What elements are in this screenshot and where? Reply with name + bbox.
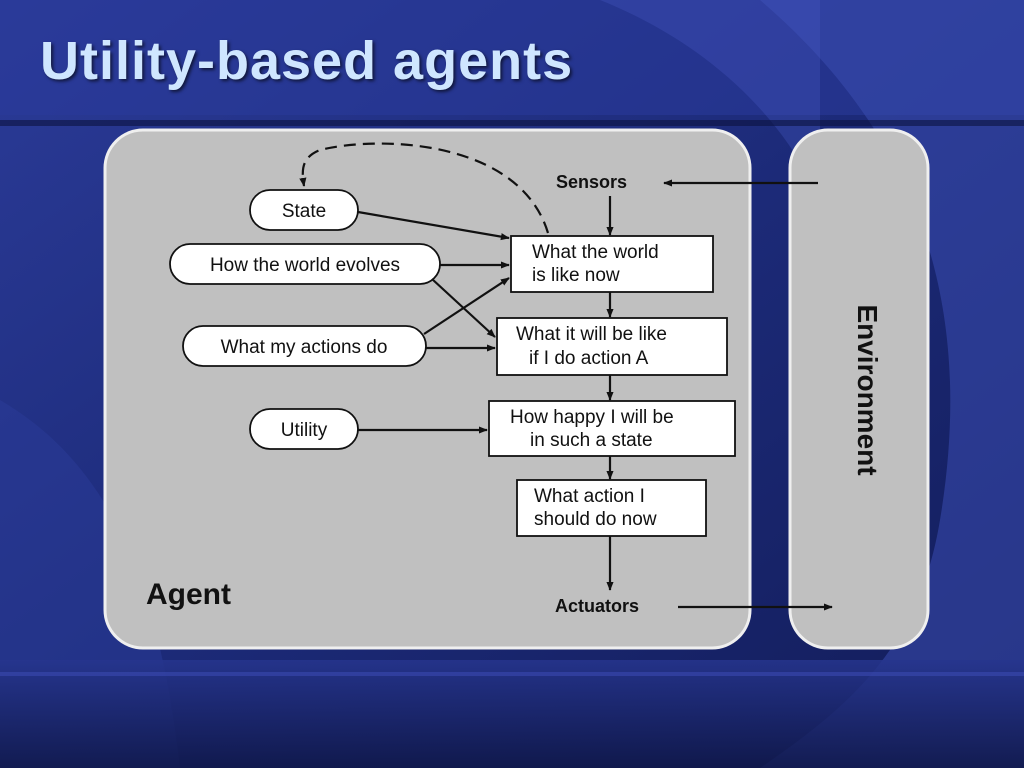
sensors-label: Sensors (556, 172, 627, 192)
action-now-box: What action I should do now (516, 479, 707, 537)
happy-box: How happy I will be in such a state (488, 400, 736, 457)
world-evolves-input: How the world evolves (169, 243, 441, 285)
world-now-line-2: is like now (532, 265, 620, 286)
agent-panel (103, 128, 752, 650)
action-a-box: What it will be like if I do action A (496, 317, 728, 376)
actions-do-input: What my actions do (182, 325, 427, 367)
world-now-line-1: What the world (532, 242, 659, 263)
actions-do-input-label: What my actions do (221, 337, 388, 358)
world-now-box: What the world is like now (510, 235, 714, 293)
edge-state-to-world-now (357, 210, 510, 241)
edge-state-feedback-dashed (299, 142, 550, 234)
slide-title: Utility-based agents (40, 31, 574, 91)
utility-input: Utility (249, 408, 359, 450)
action-a-line-2: if I do action A (529, 348, 649, 369)
actuators-label: Actuators (555, 596, 639, 616)
agent-label: Agent (146, 578, 231, 611)
happy-line-1: How happy I will be (510, 407, 674, 428)
utility-input-label: Utility (281, 420, 328, 441)
action-now-line-2: should do now (534, 509, 657, 530)
environment-label: Environment (852, 304, 883, 475)
environment-panel (788, 128, 930, 650)
state-input-label: State (282, 201, 326, 222)
state-input: State (249, 189, 359, 231)
action-a-line-1: What it will be like (516, 324, 667, 345)
world-evolves-input-label: How the world evolves (210, 255, 400, 276)
action-now-line-1: What action I (534, 486, 645, 507)
edge-actions-do-to-world-now (423, 277, 510, 335)
happy-line-2: in such a state (530, 430, 653, 451)
